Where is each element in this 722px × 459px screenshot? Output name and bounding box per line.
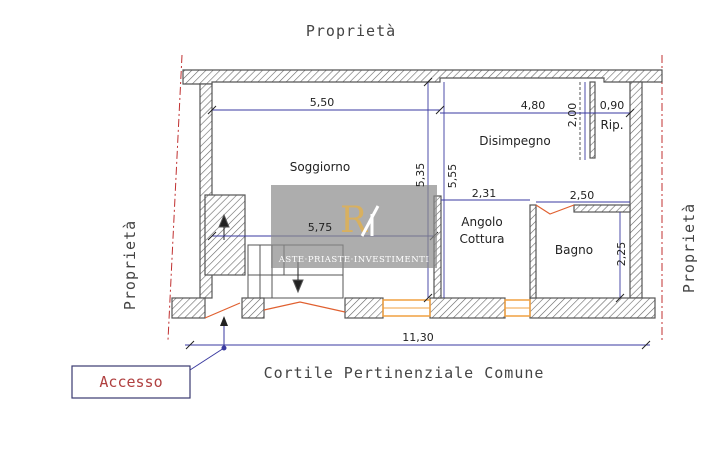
accesso-arrow-icon bbox=[220, 316, 228, 326]
label-left-property: Proprietà bbox=[121, 220, 139, 310]
bottom-wall-3 bbox=[344, 297, 384, 319]
dim-2-00: 2,00 bbox=[566, 103, 579, 128]
dim-5-75: 5,75 bbox=[308, 221, 333, 234]
dim-4-80: 4,80 bbox=[521, 99, 546, 112]
bottom-wall-2 bbox=[241, 297, 265, 319]
dim-2-50: 2,50 bbox=[570, 189, 595, 202]
dim-11-30: 11,30 bbox=[402, 331, 434, 344]
dim-5-55: 5,55 bbox=[446, 164, 459, 189]
room-angolo: Angolo bbox=[461, 215, 502, 229]
french-door bbox=[263, 301, 346, 313]
bottom-wall-1 bbox=[171, 297, 206, 319]
watermark: R ASTE·PRIASTE·INVESTIMENTI bbox=[271, 185, 437, 268]
bagno-left-wall bbox=[529, 204, 537, 299]
accesso-pointer bbox=[189, 316, 228, 371]
bagno-door bbox=[535, 204, 575, 215]
watermark-background bbox=[271, 185, 437, 268]
walls bbox=[171, 69, 663, 319]
accesso-box bbox=[71, 365, 191, 399]
openings bbox=[204, 82, 581, 319]
room-ripostiglio: Rip. bbox=[600, 118, 623, 132]
dim-2-31: 2,31 bbox=[472, 187, 497, 200]
room-bagno: Bagno bbox=[555, 243, 593, 257]
bagno-top-wall bbox=[573, 204, 631, 213]
rip-wall bbox=[589, 81, 596, 159]
room-disimpegno: Disimpegno bbox=[479, 134, 550, 148]
dim-0-90: 0,90 bbox=[600, 99, 625, 112]
dim-5-35: 5,35 bbox=[414, 163, 427, 188]
room-soggiorno: Soggiorno bbox=[290, 160, 351, 174]
label-top-property: Proprietà bbox=[306, 22, 396, 40]
right-wall bbox=[629, 81, 643, 299]
entrance-door bbox=[204, 302, 241, 319]
label-accesso: Accesso bbox=[99, 373, 162, 391]
stair-block bbox=[204, 194, 246, 276]
dim-2-25: 2,25 bbox=[615, 242, 628, 267]
watermark-text: ASTE·PRIASTE·INVESTIMENTI bbox=[278, 255, 429, 265]
dim-5-50: 5,50 bbox=[310, 96, 335, 109]
bottom-wall-5 bbox=[529, 297, 656, 319]
room-cottura: Cottura bbox=[459, 232, 504, 246]
bottom-wall-4 bbox=[429, 297, 506, 319]
stair-arrow-down-icon bbox=[292, 279, 304, 294]
dimension-ticks bbox=[185, 77, 651, 350]
label-right-property: Proprietà bbox=[680, 203, 698, 293]
left-property-line bbox=[167, 54, 183, 341]
label-courtyard: Cortile Pertinenziale Comune bbox=[264, 364, 545, 382]
